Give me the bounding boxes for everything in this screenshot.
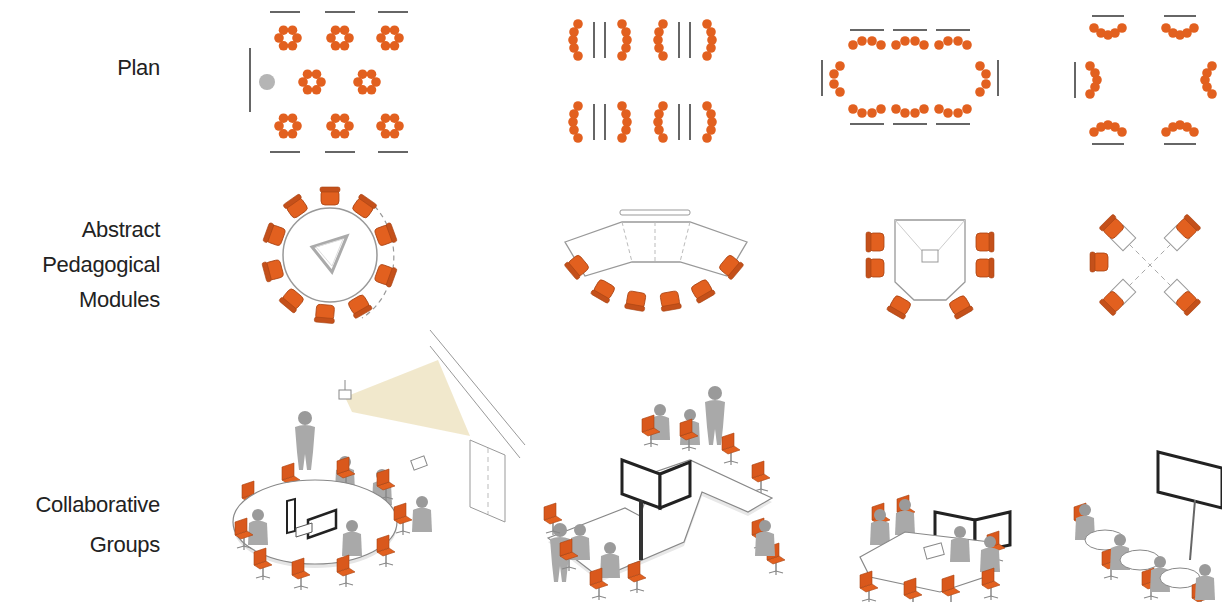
plan-long-table-layout <box>822 30 998 124</box>
plan-cluster-layout <box>250 12 408 152</box>
angled-table-module <box>564 210 747 312</box>
row-label: Collaborative Groups <box>10 485 160 565</box>
square-table-group <box>860 495 1010 602</box>
row-label: Abstract Pedagogical Modules <box>10 212 160 317</box>
x-desk-module <box>1090 214 1201 316</box>
row-label: Plan <box>10 50 160 85</box>
zigzag-table-group <box>544 386 785 600</box>
small-desk-group <box>1074 452 1222 602</box>
round-table-module <box>262 187 398 324</box>
plan-pair-layout <box>568 19 717 143</box>
plan-corner-layout <box>1075 16 1217 144</box>
round-table-group <box>233 330 525 590</box>
square-table-module <box>866 220 994 320</box>
